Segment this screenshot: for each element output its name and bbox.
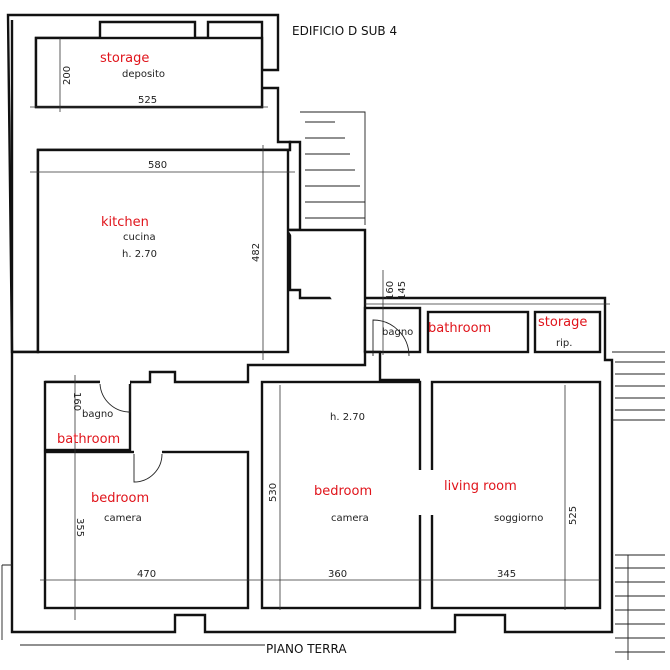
storage-top-label-en: storage — [100, 51, 149, 66]
living-room — [430, 380, 602, 610]
bedroom-left-label-it: camera — [104, 513, 142, 524]
floor-label: PIANO TERRA — [266, 642, 347, 656]
living-room-label-en: living room — [444, 479, 517, 494]
room-walls — [10, 20, 614, 634]
storage-right-room — [533, 310, 602, 354]
bedroom-center-room — [260, 380, 422, 610]
kitchen-label-it: cucina — [123, 232, 156, 243]
dim-bedroom-left-depth: 355 — [74, 518, 85, 537]
storage-top-label-it: deposito — [122, 69, 165, 80]
bathroom-left-room — [43, 380, 132, 452]
bathroom-center-label-it: bagno — [382, 327, 413, 338]
dim-living-width: 345 — [497, 569, 516, 580]
storage-right-label-it: rip. — [556, 338, 572, 349]
dim-bathroom-left-depth: 160 — [71, 392, 82, 411]
dim-storage-depth: 200 — [62, 66, 73, 85]
kitchen-room — [36, 148, 290, 354]
stairs-bottom-right — [615, 554, 665, 660]
bathroom-left-label-en: bathroom — [57, 432, 120, 447]
drawing-title: EDIFICIO D SUB 4 — [292, 24, 397, 38]
stairs-top — [300, 111, 366, 225]
storage-right-label-en: storage — [538, 315, 587, 330]
kitchen-label-en: kitchen — [101, 215, 149, 230]
dim-storage-width: 525 — [138, 95, 157, 106]
dim-bedroom-center-depth: 530 — [268, 483, 279, 502]
dim-bedroom-left-width: 470 — [137, 569, 156, 580]
bathroom-left-label-it: bagno — [82, 409, 113, 420]
dim-living-depth: 525 — [568, 506, 579, 525]
living-room-label-it: soggiorno — [494, 513, 543, 524]
stairs-right — [612, 351, 665, 421]
bedroom-center-label-en: bedroom — [314, 484, 372, 499]
dimension-lines — [30, 38, 610, 620]
dim-kitchen-width: 580 — [148, 160, 167, 171]
bathroom-right-room — [426, 310, 530, 354]
dim-bedroom-center-width: 360 — [328, 569, 347, 580]
dim-kitchen-depth: 482 — [251, 243, 262, 262]
bathroom-center-room — [363, 306, 422, 354]
outline-ground — [1, 564, 265, 646]
bedroom-center-label-it: camera — [331, 513, 369, 524]
dim-corridor-b: 145 — [397, 281, 408, 300]
bathroom-right-label-en: bathroom — [428, 321, 491, 336]
kitchen-height: h. 2.70 — [122, 249, 157, 260]
dim-corridor-a: 160 — [385, 281, 396, 300]
bedroom-left-label-en: bedroom — [91, 491, 149, 506]
bedroom-center-height: h. 2.70 — [330, 412, 365, 423]
bedroom-left-room — [43, 450, 250, 610]
